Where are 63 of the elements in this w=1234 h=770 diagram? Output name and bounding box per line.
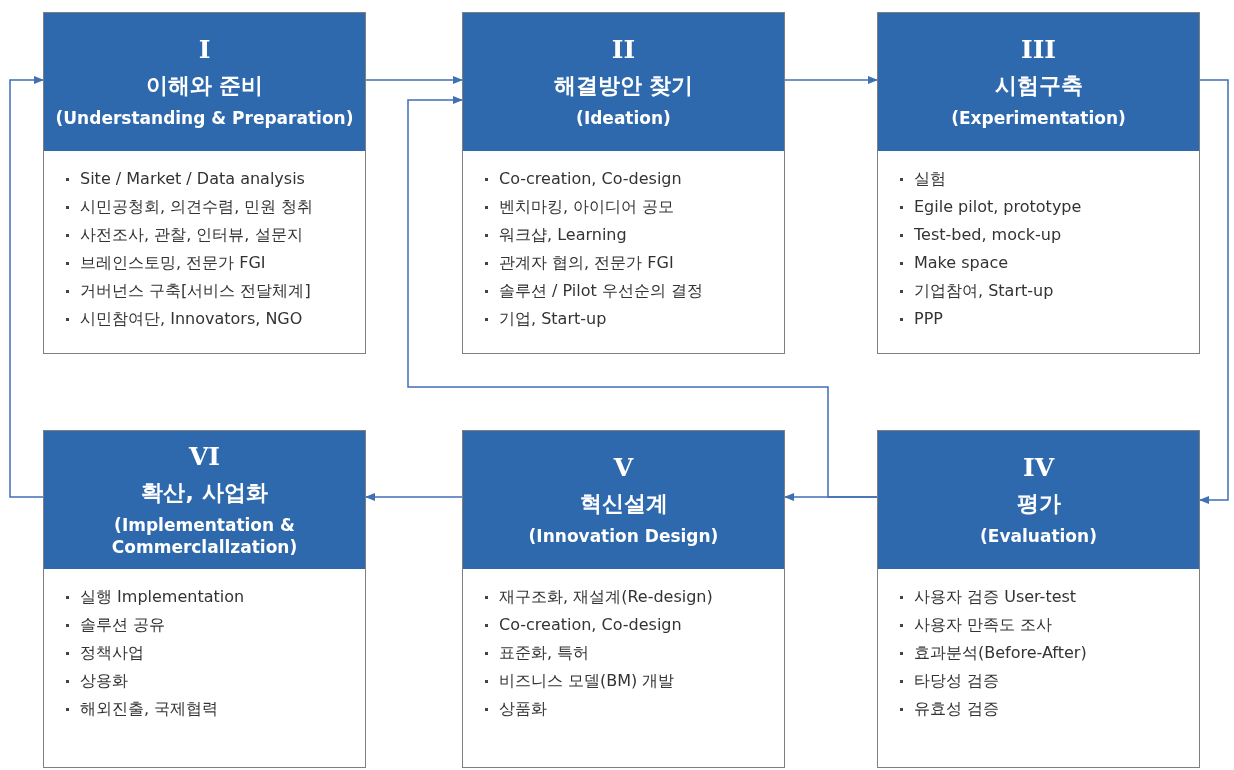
stage-subtitle: (Understanding & Preparation)	[55, 107, 354, 129]
arrow	[365, 75, 464, 85]
bullet-item: Site / Market / Data analysis	[64, 165, 349, 193]
stage-title: 해결방안 찾기	[553, 72, 694, 100]
bullet-item: 상용화	[64, 667, 349, 695]
bullet-item: 기업참여, Start-up	[898, 277, 1183, 305]
bullet-item: 정책사업	[64, 639, 349, 667]
stage-card	[462, 12, 785, 354]
bullet-item: 사용자 검증 User-test	[898, 583, 1183, 611]
stage-subtitle: (Ideation)	[576, 107, 671, 129]
bullet-item: 실행 Implementation	[64, 583, 349, 611]
stage-card	[462, 430, 785, 768]
bullet-item: PPP	[898, 305, 1183, 333]
bullet-item: 타당성 검증	[898, 667, 1183, 695]
stage-title: 혁신설계	[579, 490, 668, 518]
stage-card	[877, 12, 1200, 354]
stage-subtitle: (Implementation & Commerclallzation)	[110, 514, 299, 558]
bullet-item: 워크샵, Learning	[483, 221, 768, 249]
bullet-item: Test-bed, mock-up	[898, 221, 1183, 249]
bullet-item: 비즈니스 모델(BM) 개발	[483, 667, 768, 695]
stage-numeral: I	[198, 35, 211, 65]
stage-numeral: III	[1020, 35, 1057, 65]
arrow	[1198, 79, 1229, 505]
bullet-item: 표준화, 특허	[483, 639, 768, 667]
arrow	[9, 75, 45, 498]
bullet-item: Make space	[898, 249, 1183, 277]
stage-card	[43, 430, 366, 768]
stage-numeral: V	[613, 453, 634, 483]
stage-card	[877, 430, 1200, 768]
bullet-item: 해외진출, 국제협력	[64, 695, 349, 723]
bullet-item: 재구조화, 재설계(Re-design)	[483, 583, 768, 611]
bullet-item: 관계자 협의, 전문가 FGI	[483, 249, 768, 277]
stage-numeral: II	[611, 35, 636, 65]
stage-card	[43, 12, 366, 354]
stage-title: 시험구축	[994, 72, 1083, 100]
bullet-item: 사전조사, 관찰, 인터뷰, 설문지	[64, 221, 349, 249]
bullet-item: 시민참여단, Innovators, NGO	[64, 305, 349, 333]
bullet-item: 거버넌스 구축[서비스 전달체계]	[64, 277, 349, 305]
bullet-item: 기업, Start-up	[483, 305, 768, 333]
bullet-item: Egile pilot, prototype	[898, 193, 1183, 221]
stage-title: 이해와 준비	[145, 72, 264, 100]
stage-numeral: IV	[1022, 453, 1055, 483]
bullet-item: 유효성 검증	[898, 695, 1183, 723]
bullet-item: 시민공청회, 의견수렴, 민원 청취	[64, 193, 349, 221]
stage-title: 확산, 사업화	[141, 479, 268, 507]
stage-numeral: VI	[188, 442, 221, 472]
bullet-item: 실험	[898, 165, 1183, 193]
stage-subtitle: (Evaluation)	[980, 525, 1097, 547]
arrow	[364, 492, 463, 502]
bullet-item: 벤치마킹, 아이디어 공모	[483, 193, 768, 221]
bullet-item: 효과분석(Before-After)	[898, 639, 1183, 667]
bullet-item: Co-creation, Co-design	[483, 165, 768, 193]
bullet-item: 솔루션 공유	[64, 611, 349, 639]
bullet-item: 브레인스토밍, 전문가 FGI	[64, 249, 349, 277]
bullet-item: 사용자 만족도 조사	[898, 611, 1183, 639]
stage-subtitle: (Experimentation)	[951, 107, 1126, 129]
bullet-item: 솔루션 / Pilot 우선순의 결정	[483, 277, 768, 305]
stage-subtitle: (Innovation Design)	[528, 525, 719, 547]
bullet-item: Co-creation, Co-design	[483, 611, 768, 639]
bullet-item: 상품화	[483, 695, 768, 723]
stage-title: 평가	[1016, 490, 1061, 518]
arrow	[407, 95, 878, 498]
arrow	[784, 75, 879, 85]
